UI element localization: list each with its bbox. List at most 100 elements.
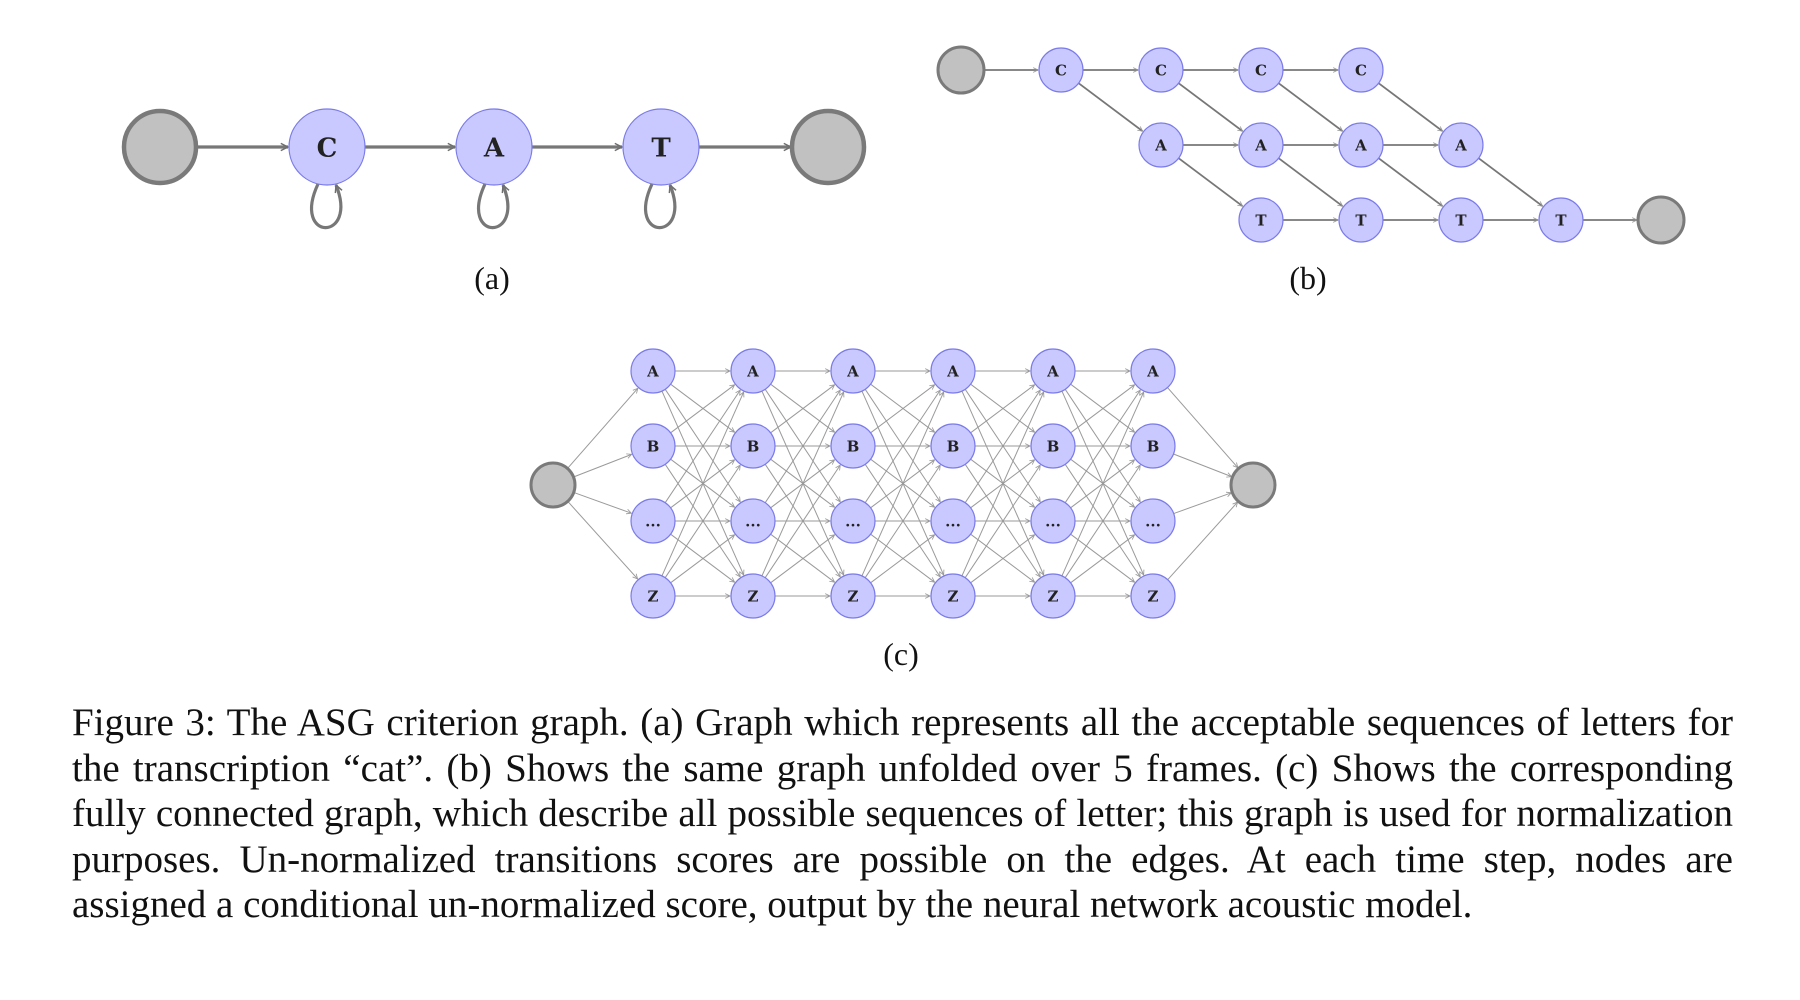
node-circle (830, 348, 876, 394)
node-circle (288, 108, 366, 186)
node-a: A (730, 348, 776, 394)
node-ellipsis: ... (830, 498, 876, 544)
node-label: C (1055, 61, 1067, 79)
edge-arrow (1064, 390, 1140, 503)
edge-arrow (1278, 82, 1343, 132)
node-z: Z (1030, 573, 1076, 619)
node-a: A (1338, 122, 1384, 168)
node-label: ... (1045, 512, 1061, 530)
edge-arrow (1064, 465, 1140, 578)
edge-arrow (764, 390, 840, 503)
node-ellipsis: ... (1130, 498, 1176, 544)
end-state (789, 108, 867, 186)
node-circle (622, 108, 700, 186)
node-circle (1138, 122, 1184, 168)
node-label: ... (645, 512, 661, 530)
node-label: B (1147, 437, 1160, 455)
node-circle (730, 498, 776, 544)
node-c: C (1338, 47, 1384, 93)
edge-arrow (1378, 157, 1443, 207)
node-a: A (830, 348, 876, 394)
node-label: B (647, 437, 660, 455)
end-state (1636, 195, 1686, 245)
node-label: Z (648, 587, 659, 605)
node-t: T (622, 108, 700, 186)
panel-c-graph: AB...ZAB...ZAB...ZAB...ZAB...ZAB...Z (529, 348, 1277, 619)
node-circle (1338, 197, 1384, 243)
edge-arrow (1167, 502, 1238, 580)
panel-c-label: (c) (883, 636, 919, 672)
self-loop-arrow (310, 183, 341, 230)
node-b: B (1130, 423, 1176, 469)
node-circle (1130, 573, 1176, 619)
node-label: Z (948, 587, 959, 605)
edge-arrow (761, 392, 844, 577)
node-label: A (483, 133, 505, 163)
edge-arrow (1378, 82, 1443, 132)
edge-arrow (1173, 493, 1232, 515)
edge-arrow (770, 535, 835, 584)
node-label: T (1255, 211, 1267, 229)
node-ellipsis: ... (630, 498, 676, 544)
node-b: B (930, 423, 976, 469)
edge-arrow (864, 465, 940, 578)
node-circle (1030, 573, 1076, 619)
node-ellipsis: ... (1030, 498, 1076, 544)
node-circle (930, 498, 976, 544)
node-circle (455, 108, 533, 186)
edge-arrow (1070, 385, 1135, 434)
node-a: A (1030, 348, 1076, 394)
edge-arrow (664, 390, 740, 503)
edge-arrow (573, 454, 631, 478)
node-b: B (830, 423, 876, 469)
node-circle (730, 423, 776, 469)
edge-arrow (661, 392, 744, 577)
edge-arrow (964, 465, 1040, 578)
node-label: Z (1048, 587, 1059, 605)
edge-arrow (1178, 82, 1243, 132)
node-label: A (1146, 362, 1159, 380)
edge-arrow (970, 385, 1035, 434)
edge-arrow (870, 385, 935, 434)
node-circle (730, 573, 776, 619)
node-label: A (946, 362, 959, 380)
node-circle (930, 573, 976, 619)
node-label: A (1254, 136, 1267, 154)
edge-arrow (670, 535, 735, 584)
node-z: Z (830, 573, 876, 619)
node-label: A (746, 362, 759, 380)
node-z: Z (1130, 573, 1176, 619)
node-a: A (930, 348, 976, 394)
edge-arrow (1178, 157, 1243, 207)
node-label: T (651, 133, 671, 163)
node-b: B (1030, 423, 1076, 469)
edge-arrow (764, 465, 840, 578)
node-t: T (1338, 197, 1384, 243)
edge-arrow (861, 392, 944, 577)
node-label: ... (1145, 512, 1161, 530)
node-t: T (1238, 197, 1284, 243)
node-label: A (1046, 362, 1059, 380)
node-circle (1238, 197, 1284, 243)
edge-arrow (1478, 157, 1543, 207)
node-circle (630, 498, 676, 544)
node-circle (1338, 47, 1384, 93)
node-circle (1438, 122, 1484, 168)
node-label: A (1354, 136, 1367, 154)
node-z: Z (930, 573, 976, 619)
node-circle (930, 348, 976, 394)
node-label: T (1455, 211, 1467, 229)
edge-arrow (1061, 392, 1144, 577)
node-circle (630, 348, 676, 394)
node-c: C (1038, 47, 1084, 93)
start-state (936, 45, 986, 95)
node-a: A (455, 108, 533, 186)
node-a: A (1238, 122, 1284, 168)
node-circle (1238, 122, 1284, 168)
edge-arrow (664, 465, 740, 578)
node-label: B (847, 437, 860, 455)
edge-arrow (567, 501, 638, 579)
node-circle (630, 573, 676, 619)
